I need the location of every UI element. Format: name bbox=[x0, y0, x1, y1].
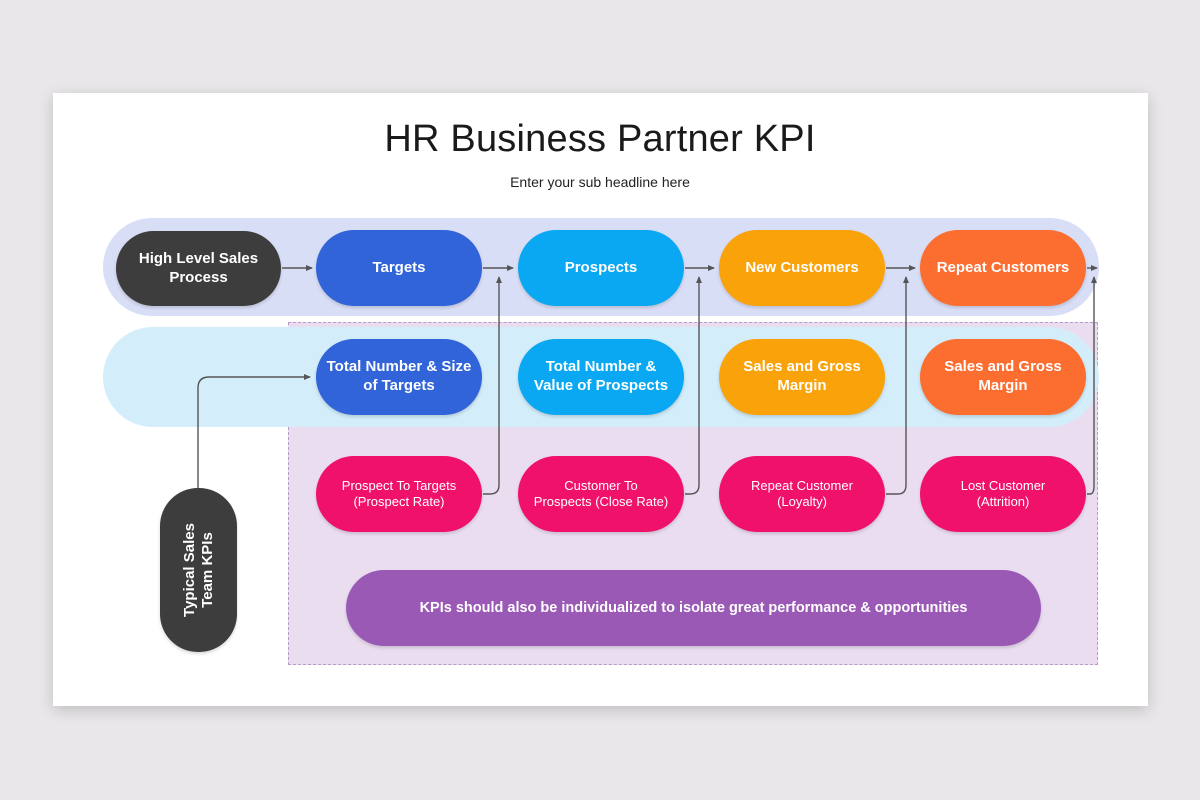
measure-label-line: Value of Prospects bbox=[533, 377, 669, 394]
process-header-pill: High Level Sales Process bbox=[116, 231, 281, 306]
process-step-label: Prospects bbox=[564, 258, 638, 276]
measure-label-line: Margin bbox=[978, 377, 1028, 394]
measure-new-customers: Sales and Gross Margin bbox=[719, 339, 885, 415]
measure-label-line: of Targets bbox=[363, 377, 435, 394]
arrow-side-label-to-measure bbox=[197, 374, 311, 488]
measure-targets: Total Number & Size of Targets bbox=[316, 339, 482, 415]
measure-label-line: Sales and Gross bbox=[743, 358, 861, 376]
rate-label-line: (Attrition) bbox=[976, 494, 1030, 509]
measure-label-line: Total Number & Size bbox=[326, 358, 472, 376]
rate-label-line: (Prospect Rate) bbox=[353, 494, 445, 509]
measure-label-line: Total Number & bbox=[545, 358, 657, 376]
rate-label-line: Lost Customer bbox=[960, 477, 1046, 493]
process-header-label: High Level Sales Process bbox=[138, 249, 259, 286]
page-title: HR Business Partner KPI bbox=[384, 118, 816, 160]
rate-attrition: Lost Customer (Attrition) bbox=[920, 456, 1086, 532]
measure-prospects: Total Number & Value of Prospects bbox=[518, 339, 684, 415]
kpi-note-text: KPIs should also be individualized to is… bbox=[419, 599, 968, 616]
kpi-note-pill: KPIs should also be individualized to is… bbox=[346, 570, 1041, 646]
rate-prospect: Prospect To Targets (Prospect Rate) bbox=[316, 456, 482, 532]
measure-repeat-customers: Sales and Gross Margin bbox=[920, 339, 1086, 415]
arrow-close-rate-up bbox=[685, 276, 702, 495]
typical-sales-kpis-pill: Typical Sales Team KPIs bbox=[160, 488, 237, 652]
measure-label-line: Sales and Gross bbox=[944, 358, 1062, 376]
rate-loyalty: Repeat Customer (Loyalty) bbox=[719, 456, 885, 532]
rate-label-line: Prospects (Close Rate) bbox=[533, 494, 669, 509]
process-step-repeat-customers: Repeat Customers bbox=[920, 230, 1086, 306]
rate-label-line: Prospect To Targets bbox=[341, 477, 457, 493]
page-subtitle: Enter your sub headline here bbox=[510, 174, 690, 190]
process-step-label: Repeat Customers bbox=[936, 258, 1070, 276]
process-step-new-customers: New Customers bbox=[719, 230, 885, 306]
rate-close: Customer To Prospects (Close Rate) bbox=[518, 456, 684, 532]
rate-label-line: (Loyalty) bbox=[777, 494, 827, 509]
process-step-prospects: Prospects bbox=[518, 230, 684, 306]
measure-label-line: Margin bbox=[777, 377, 827, 394]
arrow-prospect-rate-up bbox=[483, 276, 502, 495]
process-step-label: New Customers bbox=[745, 258, 859, 276]
process-step-label: Targets bbox=[372, 258, 426, 276]
arrow-loyalty-up bbox=[886, 276, 909, 495]
process-step-targets: Targets bbox=[316, 230, 482, 306]
rate-label-line: Repeat Customer bbox=[751, 477, 853, 493]
arrow-attrition-up bbox=[1087, 276, 1097, 495]
rate-label-line: Customer To bbox=[564, 477, 638, 493]
